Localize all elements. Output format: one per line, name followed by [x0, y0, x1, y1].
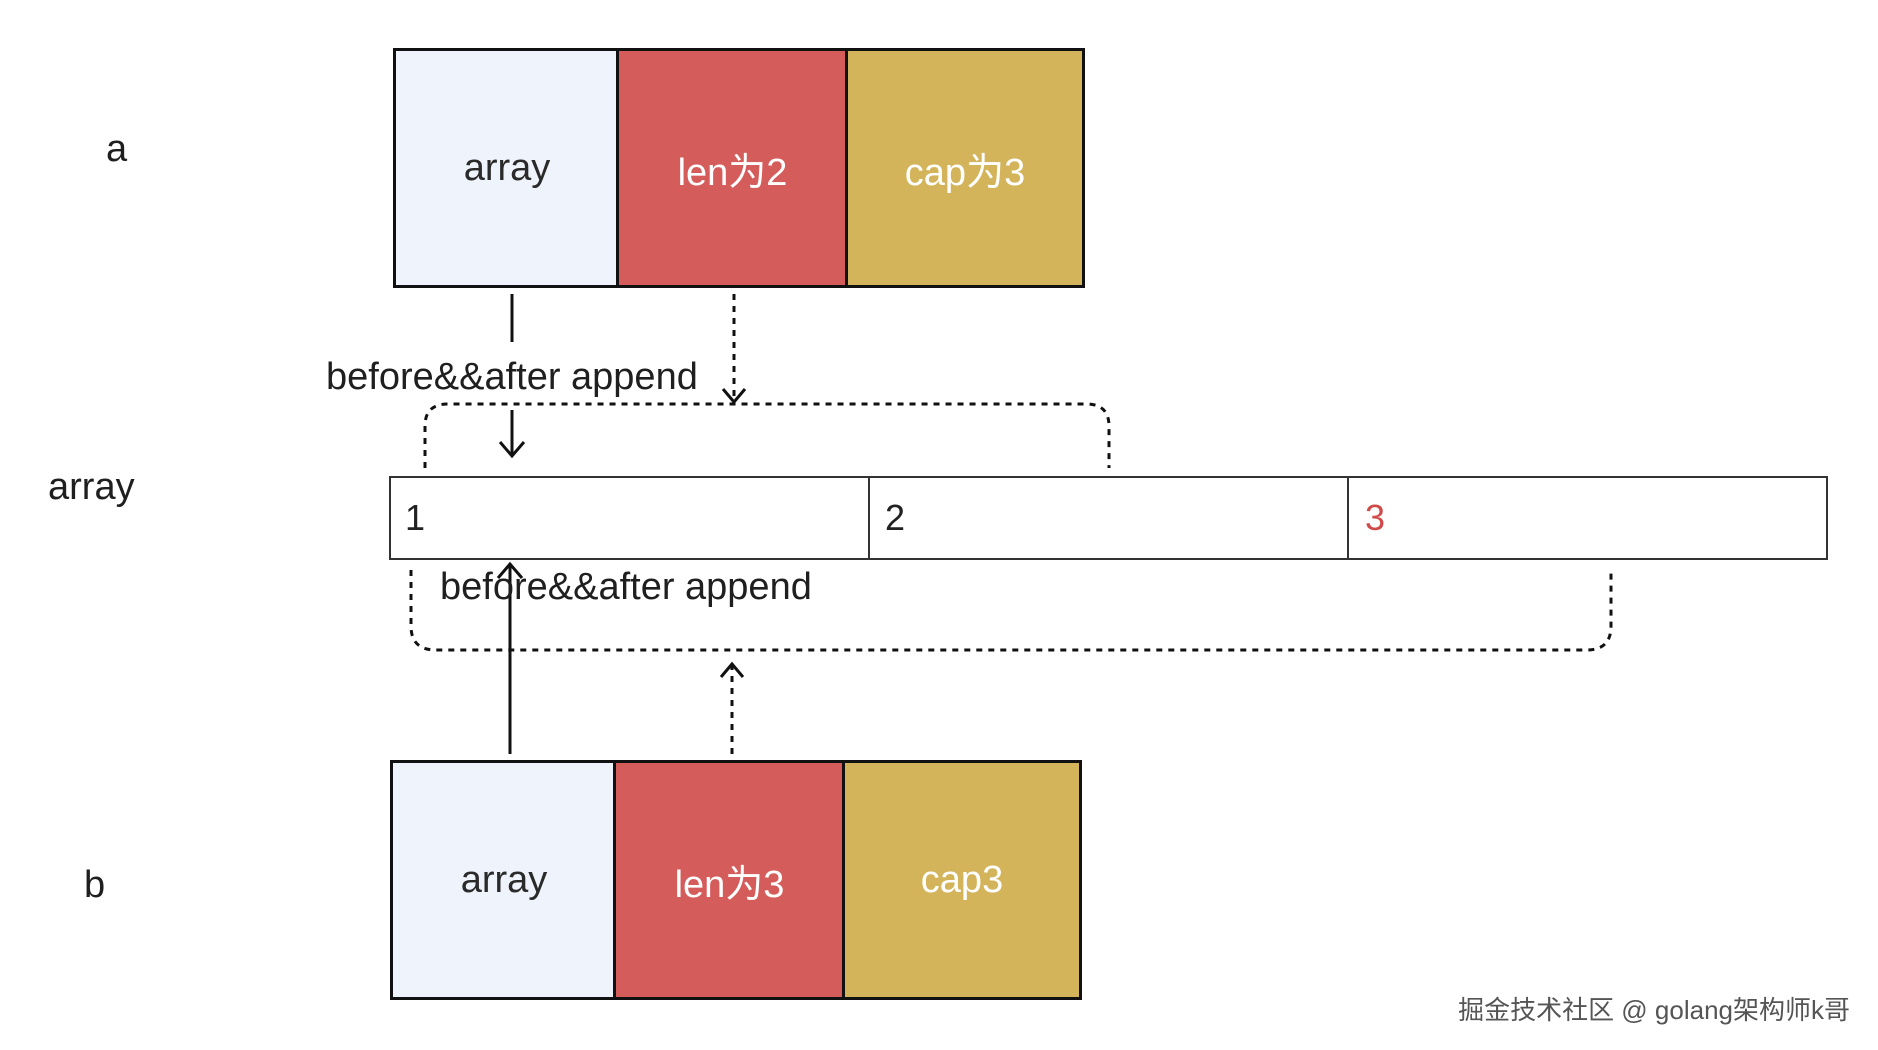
watermark: 掘金技术社区 @ golang架构师k哥	[1458, 995, 1850, 1025]
slice-b-label: b	[84, 864, 106, 906]
slice-a-len-field: len为2	[618, 50, 847, 286]
slice-a-array-field: array	[396, 50, 618, 286]
slice-b-divider-1	[613, 760, 616, 1000]
a-len-arrowhead	[721, 388, 747, 405]
slice-a-frame	[393, 48, 1085, 288]
annotation-top: before&&after append	[326, 356, 698, 398]
array-divider-1	[868, 476, 870, 560]
slice-b-divider-2	[842, 760, 845, 1000]
slice-b-cap-field: cap3	[844, 762, 1080, 998]
a-array-arrowhead	[498, 441, 526, 459]
len-bracket-bottom	[409, 570, 1613, 652]
array-divider-2	[1347, 476, 1349, 560]
b-len-arrowhead	[719, 661, 745, 678]
slice-a-cap-field: cap为3	[847, 50, 1083, 286]
slice-b-frame	[390, 760, 1082, 1000]
array-label: array	[48, 466, 135, 508]
array-cell-1: 1	[405, 497, 426, 538]
slice-a-divider-1	[616, 48, 619, 288]
len-bracket-top	[423, 402, 1111, 468]
backing-array-frame	[389, 476, 1828, 560]
slice-a-label: a	[106, 128, 128, 170]
slice-a-divider-2	[845, 48, 848, 288]
array-cell-2: 2	[885, 497, 906, 538]
slice-b-array-field: array	[393, 762, 615, 998]
b-array-arrowhead	[496, 561, 524, 579]
annotation-bottom: before&&after append	[440, 566, 812, 608]
slice-b-len-field: len为3	[615, 762, 844, 998]
array-cell-3: 3	[1365, 497, 1386, 538]
